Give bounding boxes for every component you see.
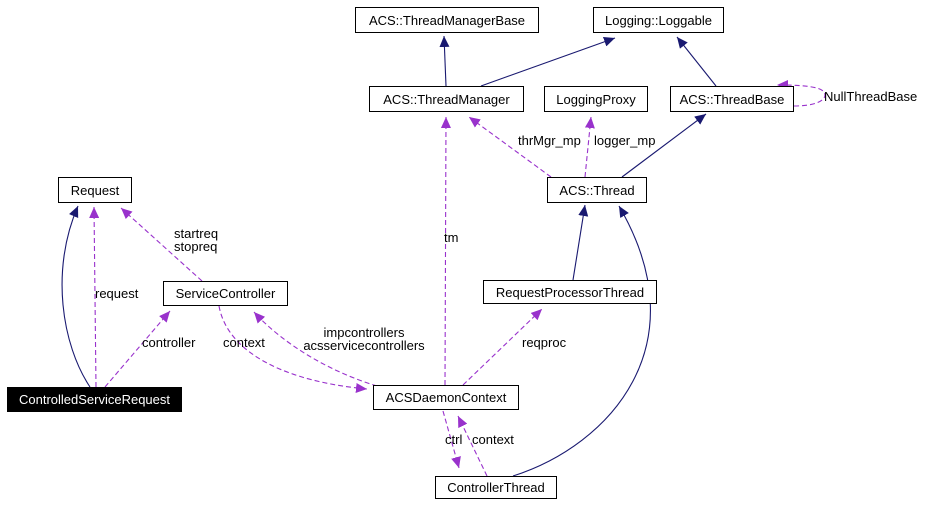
node-controller-thread[interactable]: ControllerThread [435,476,557,499]
edge-label-stopreq: stopreq [174,239,218,254]
edge-usage-context-servicecontroller [253,311,378,387]
edge-label-ctrl: ctrl [445,432,463,447]
edge-label-context-service: context [223,335,265,350]
node-controlled-service-request[interactable]: ControlledServiceRequest [7,387,182,412]
edge-usage-reqproc [462,308,543,386]
edge-label-impcontrollers-acsservicecontrollers: impcontrollers acsservicecontrollers [290,326,438,352]
edge-usage-ctrl [442,410,461,469]
edge-label-tm: tm [444,230,459,245]
edge-usage-nullthreadbase-selfloop [776,80,826,107]
node-acs-thread-manager-base[interactable]: ACS::ThreadManagerBase [355,7,539,33]
edge-label-controller: controller [142,335,196,350]
edge-usage-tm [440,116,451,386]
edge-inherit-threadbase-loggable [676,36,717,87]
edge-usage-thrmgr-mp [468,116,552,178]
node-logging-proxy[interactable]: LoggingProxy [544,86,648,112]
node-acs-daemon-context[interactable]: ACSDaemonContext [373,385,519,410]
node-service-controller[interactable]: ServiceController [163,281,288,306]
edge-inherit-thread-threadbase [621,113,707,178]
edge-usage-logger-mp [584,116,595,178]
edge-usage-startreq-stopreq [120,207,203,282]
edge-label-acsservicecontrollers: acsservicecontrollers [303,338,425,353]
edge-label-thrmgr-mp: thrMgr_mp [518,133,581,148]
edge-usage-request [89,206,100,388]
node-acs-thread-manager[interactable]: ACS::ThreadManager [369,86,524,112]
edge-inherit-requestprocessorthread-thread [572,204,589,281]
edge-usage-controller [104,310,171,388]
edge-inherit-controllerthread-thread [512,205,651,477]
edge-inherit-threadmanager-threadmanagerbase [439,35,450,87]
node-acs-thread-base[interactable]: ACS::ThreadBase [670,86,794,112]
node-request[interactable]: Request [58,177,132,203]
node-acs-thread[interactable]: ACS::Thread [547,177,647,203]
edge-label-null-thread-base: NullThreadBase [824,89,918,104]
edge-label-logger-mp: logger_mp [594,133,656,148]
edge-label-impcontrollers: impcontrollers [323,325,405,340]
node-logging-loggable[interactable]: Logging::Loggable [593,7,724,33]
edge-inherit-threadmanager-loggable [480,37,616,87]
edge-label-startreq-stopreq: startreq stopreq [174,227,218,253]
edge-usage-impcontrollers-acsservicecontrollers [218,305,368,393]
edge-inherit-controlledservicerequest-request [61,205,91,388]
edge-label-context-thread: context [472,432,514,447]
node-request-processor-thread[interactable]: RequestProcessorThread [483,280,657,304]
edge-usage-context-controllerthread [457,415,488,477]
edge-label-request: request [95,286,139,301]
edge-label-reqproc: reqproc [522,335,567,350]
edge-label-startreq: startreq [174,226,219,241]
